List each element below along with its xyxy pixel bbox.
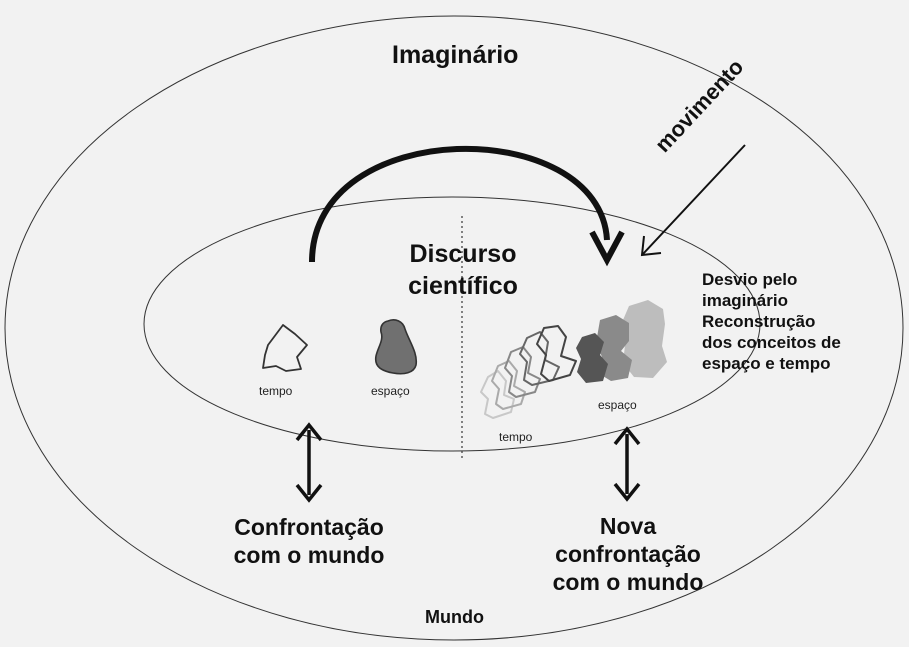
label-confrontacao-right: Nova confrontação com o mundo: [548, 512, 708, 596]
confrontacao-left-line-1: Confrontação: [234, 514, 384, 540]
side-text-line-1: Desvio pelo: [702, 270, 798, 289]
side-text-line-5: espaço e tempo: [702, 354, 831, 373]
label-mundo: Mundo: [425, 607, 484, 627]
confrontacao-right-line-3: com o mundo: [552, 569, 704, 595]
espaco-shapes-right: [576, 300, 667, 383]
tempo-shapes-right: [480, 325, 577, 419]
confrontacao-right-line-2: confrontação: [555, 541, 701, 567]
curved-arrow: [309, 146, 610, 263]
side-text: Desvio pelo imaginário Reconstrução dos …: [702, 269, 841, 374]
confrontacao-left-line-2: com o mundo: [233, 542, 385, 568]
outer-ellipse-imaginario: [4, 15, 904, 641]
espaco-shape-left: [374, 319, 418, 375]
label-tempo-left: tempo: [259, 384, 293, 398]
label-confrontacao-left: Confrontação com o mundo: [229, 513, 389, 569]
inner-ellipse-discurso: [143, 196, 761, 452]
label-discurso-cientifico: Discurso científico: [408, 240, 518, 300]
label-imaginario: Imaginário: [392, 41, 519, 69]
movement-arrow: [641, 144, 746, 256]
side-text-line-2: imaginário: [702, 291, 788, 310]
label-espaco-left: espaço: [371, 384, 410, 398]
confrontacao-right-line-1: Nova: [599, 513, 657, 539]
right-double-arrow: [613, 426, 641, 502]
tempo-shape-left: [262, 324, 308, 372]
label-tempo-right: tempo: [499, 430, 533, 444]
left-double-arrow: [295, 422, 323, 503]
curved-arrow-head: [589, 230, 625, 267]
side-text-line-3: Reconstrução: [702, 312, 816, 331]
movement-arrow-head: [640, 235, 662, 257]
label-espaco-right: espaço: [598, 398, 637, 412]
side-text-line-4: dos conceitos de: [702, 333, 841, 352]
